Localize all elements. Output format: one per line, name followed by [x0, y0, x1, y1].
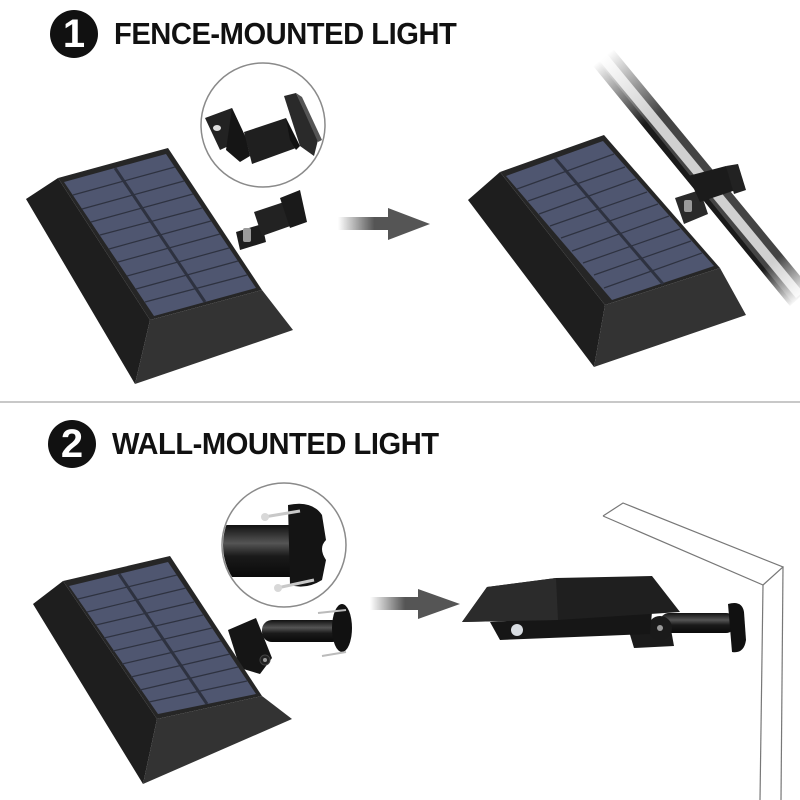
clip-bracket-icon [236, 190, 307, 250]
wall-outline [602, 502, 785, 800]
screw-mount-detail-callout [221, 482, 347, 608]
section-divider [0, 401, 800, 403]
solar-light-unit-2-right [462, 502, 785, 800]
motion-sensor-icon [511, 624, 523, 636]
section-title: FENCE-MOUNTED LIGHT [114, 16, 457, 51]
solar-light-unit-1-right [468, 50, 800, 367]
fence-mounted-section: 1 FENCE-MOUNTED LIGHT [50, 10, 478, 58]
solar-light-unit-1-left [26, 148, 307, 384]
arrow-right-icon [370, 589, 460, 619]
section-heading: 2 WALL-MOUNTED LIGHT [48, 420, 459, 468]
section-title: WALL-MOUNTED LIGHT [112, 426, 439, 461]
solar-light-unit-2-left [33, 556, 352, 784]
arrow-right-icon [338, 208, 430, 240]
step-number-badge: 1 [50, 10, 98, 58]
section-heading: 1 FENCE-MOUNTED LIGHT [50, 10, 478, 58]
wall-mounted-section: 2 WALL-MOUNTED LIGHT [0, 404, 800, 800]
step-number-badge: 2 [48, 420, 96, 468]
bracket-detail-callout [200, 62, 326, 188]
wall-arm-icon [228, 604, 352, 674]
